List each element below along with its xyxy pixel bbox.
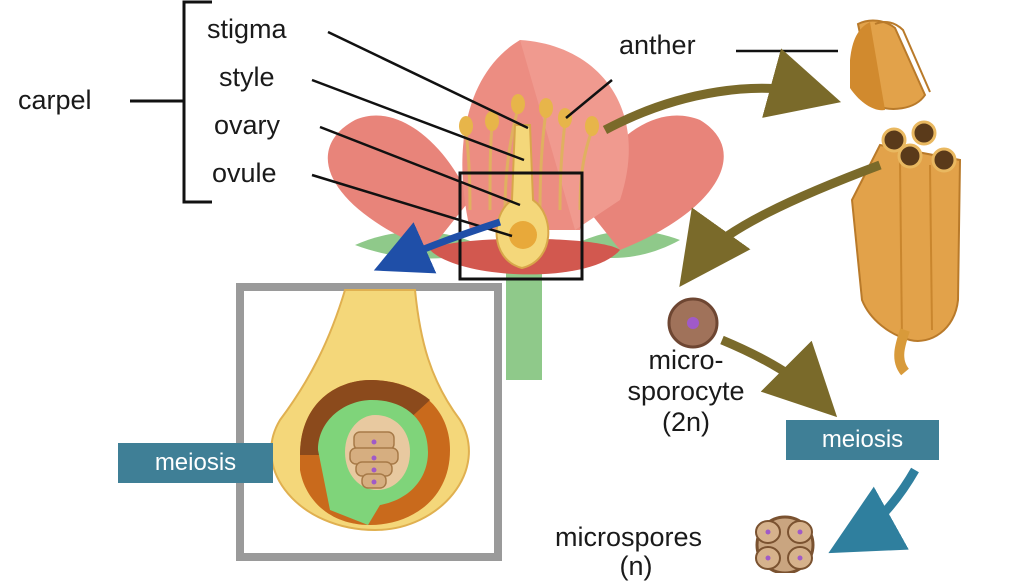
meiosis-badge-right: meiosis — [786, 420, 939, 460]
meiosis-badge-left: meiosis — [118, 443, 273, 483]
label-anther: anther — [619, 30, 696, 60]
anthers-on-flower — [459, 94, 599, 136]
anther-top — [850, 19, 931, 111]
anther-section — [850, 120, 962, 376]
stamens — [464, 107, 594, 211]
label-ovary: ovary — [214, 110, 281, 140]
label-style: style — [219, 62, 275, 92]
label-microspores: microspores — [555, 522, 703, 552]
ovule-panel — [236, 283, 502, 561]
label-microsporocyte-line1: micro- — [648, 345, 724, 375]
arrow-to-meiosis-right — [720, 335, 838, 418]
flower-petals — [327, 40, 724, 275]
arrow-to-ovule-panel — [373, 218, 502, 274]
microspores-tetrad — [755, 515, 815, 575]
arrow-to-microsporocyte — [679, 160, 882, 287]
arrow-to-anther — [602, 48, 842, 134]
label-microsporocyte-ploidy: (2n) — [661, 407, 710, 437]
zoom-box — [458, 171, 584, 281]
label-microsporocyte-line2: sporocyte — [627, 376, 745, 406]
label-carpel: carpel — [18, 85, 92, 115]
label-stigma: stigma — [207, 14, 287, 44]
pistil — [495, 124, 550, 270]
arrow-to-microspores — [828, 467, 919, 554]
label-ovule: ovule — [212, 158, 277, 188]
microsporocyte-cell — [667, 297, 719, 349]
carpel-bracket — [130, 0, 212, 204]
label-microspores-ploidy: (n) — [619, 551, 653, 581]
